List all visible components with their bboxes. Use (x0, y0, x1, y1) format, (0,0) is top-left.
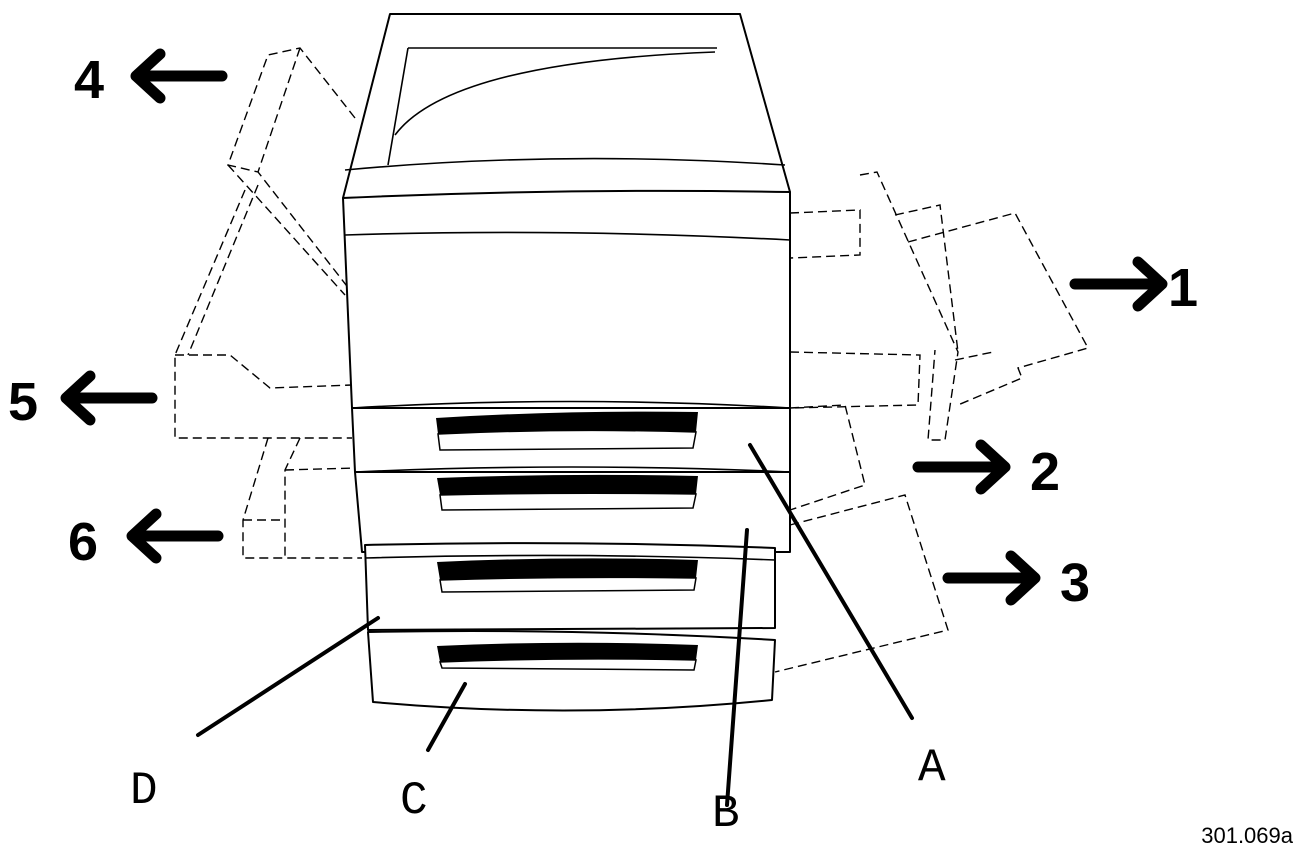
exit-labels: 1 2 3 4 5 6 (8, 50, 1198, 613)
leader-d (196, 616, 380, 737)
door-2-outline (789, 404, 866, 511)
door-4-outline (227, 47, 356, 291)
exit-label-5: 5 (8, 372, 38, 432)
part-label-b: B (712, 788, 740, 840)
arrow-1 (1069, 256, 1168, 312)
open-cover-outlines (174, 47, 1090, 673)
leader-c (426, 682, 467, 752)
door-1-outline (789, 209, 861, 259)
output-tray (387, 47, 717, 166)
direction-arrows (60, 48, 1168, 606)
tray-3-handle (437, 558, 698, 580)
arrow-3 (942, 550, 1041, 606)
leader-lines (196, 443, 914, 807)
part-label-d: D (130, 765, 158, 817)
door-3-outline (774, 494, 949, 673)
leader-b (725, 528, 749, 807)
arrow-2 (912, 439, 1011, 495)
tray-2-handle (437, 474, 698, 495)
exit-label-3: 3 (1060, 553, 1090, 613)
tray-4-handle (437, 642, 698, 662)
arrow-4 (130, 48, 228, 104)
tray-handles (436, 411, 698, 671)
part-label-c: C (400, 775, 428, 827)
top-cover (342, 13, 791, 199)
door-6-outline (242, 437, 362, 559)
part-label-a: A (918, 742, 946, 794)
arrow-5 (60, 370, 158, 426)
tray-1-handle (436, 411, 698, 434)
leader-a (748, 443, 914, 720)
main-cabinet (342, 189, 791, 409)
part-labels: A B C D (130, 742, 946, 840)
arrow-6 (126, 508, 224, 564)
exit-label-2: 2 (1030, 442, 1060, 502)
door-5-outline (174, 189, 352, 439)
figure-reference: 301.069a (1201, 823, 1294, 848)
exit-label-4: 4 (74, 50, 104, 110)
exit-label-1: 1 (1168, 258, 1198, 318)
exit-label-6: 6 (68, 512, 98, 572)
printer-body (342, 13, 791, 712)
